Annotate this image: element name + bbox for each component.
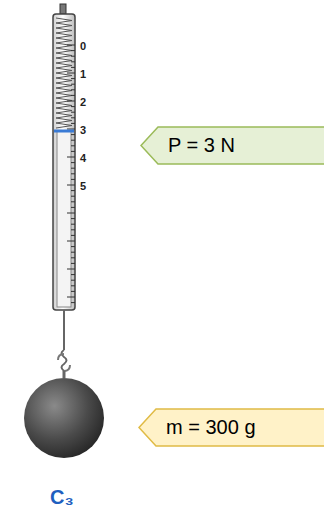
scale-number: 2: [80, 96, 86, 108]
callout-text: m = 300 g: [166, 416, 320, 439]
indicator: [54, 130, 74, 133]
ball-hook: [58, 354, 70, 371]
object-label: C₃: [50, 486, 74, 509]
callout-box: P = 3 N: [140, 126, 324, 165]
scale-number: 0: [80, 40, 86, 52]
callout-text: P = 3 N: [168, 134, 320, 157]
scale-tube: [53, 14, 75, 310]
scale-ticks: [67, 45, 75, 303]
top-knob: [60, 4, 66, 14]
ball: [24, 378, 104, 458]
scale-number: 1: [80, 68, 86, 80]
rod: [63, 310, 65, 350]
ball-eye: [63, 371, 66, 378]
callout-box: m = 300 g: [138, 408, 324, 447]
scale-number: 4: [80, 152, 86, 164]
scale-number: 5: [80, 180, 86, 192]
scale-number: 3: [80, 124, 86, 136]
